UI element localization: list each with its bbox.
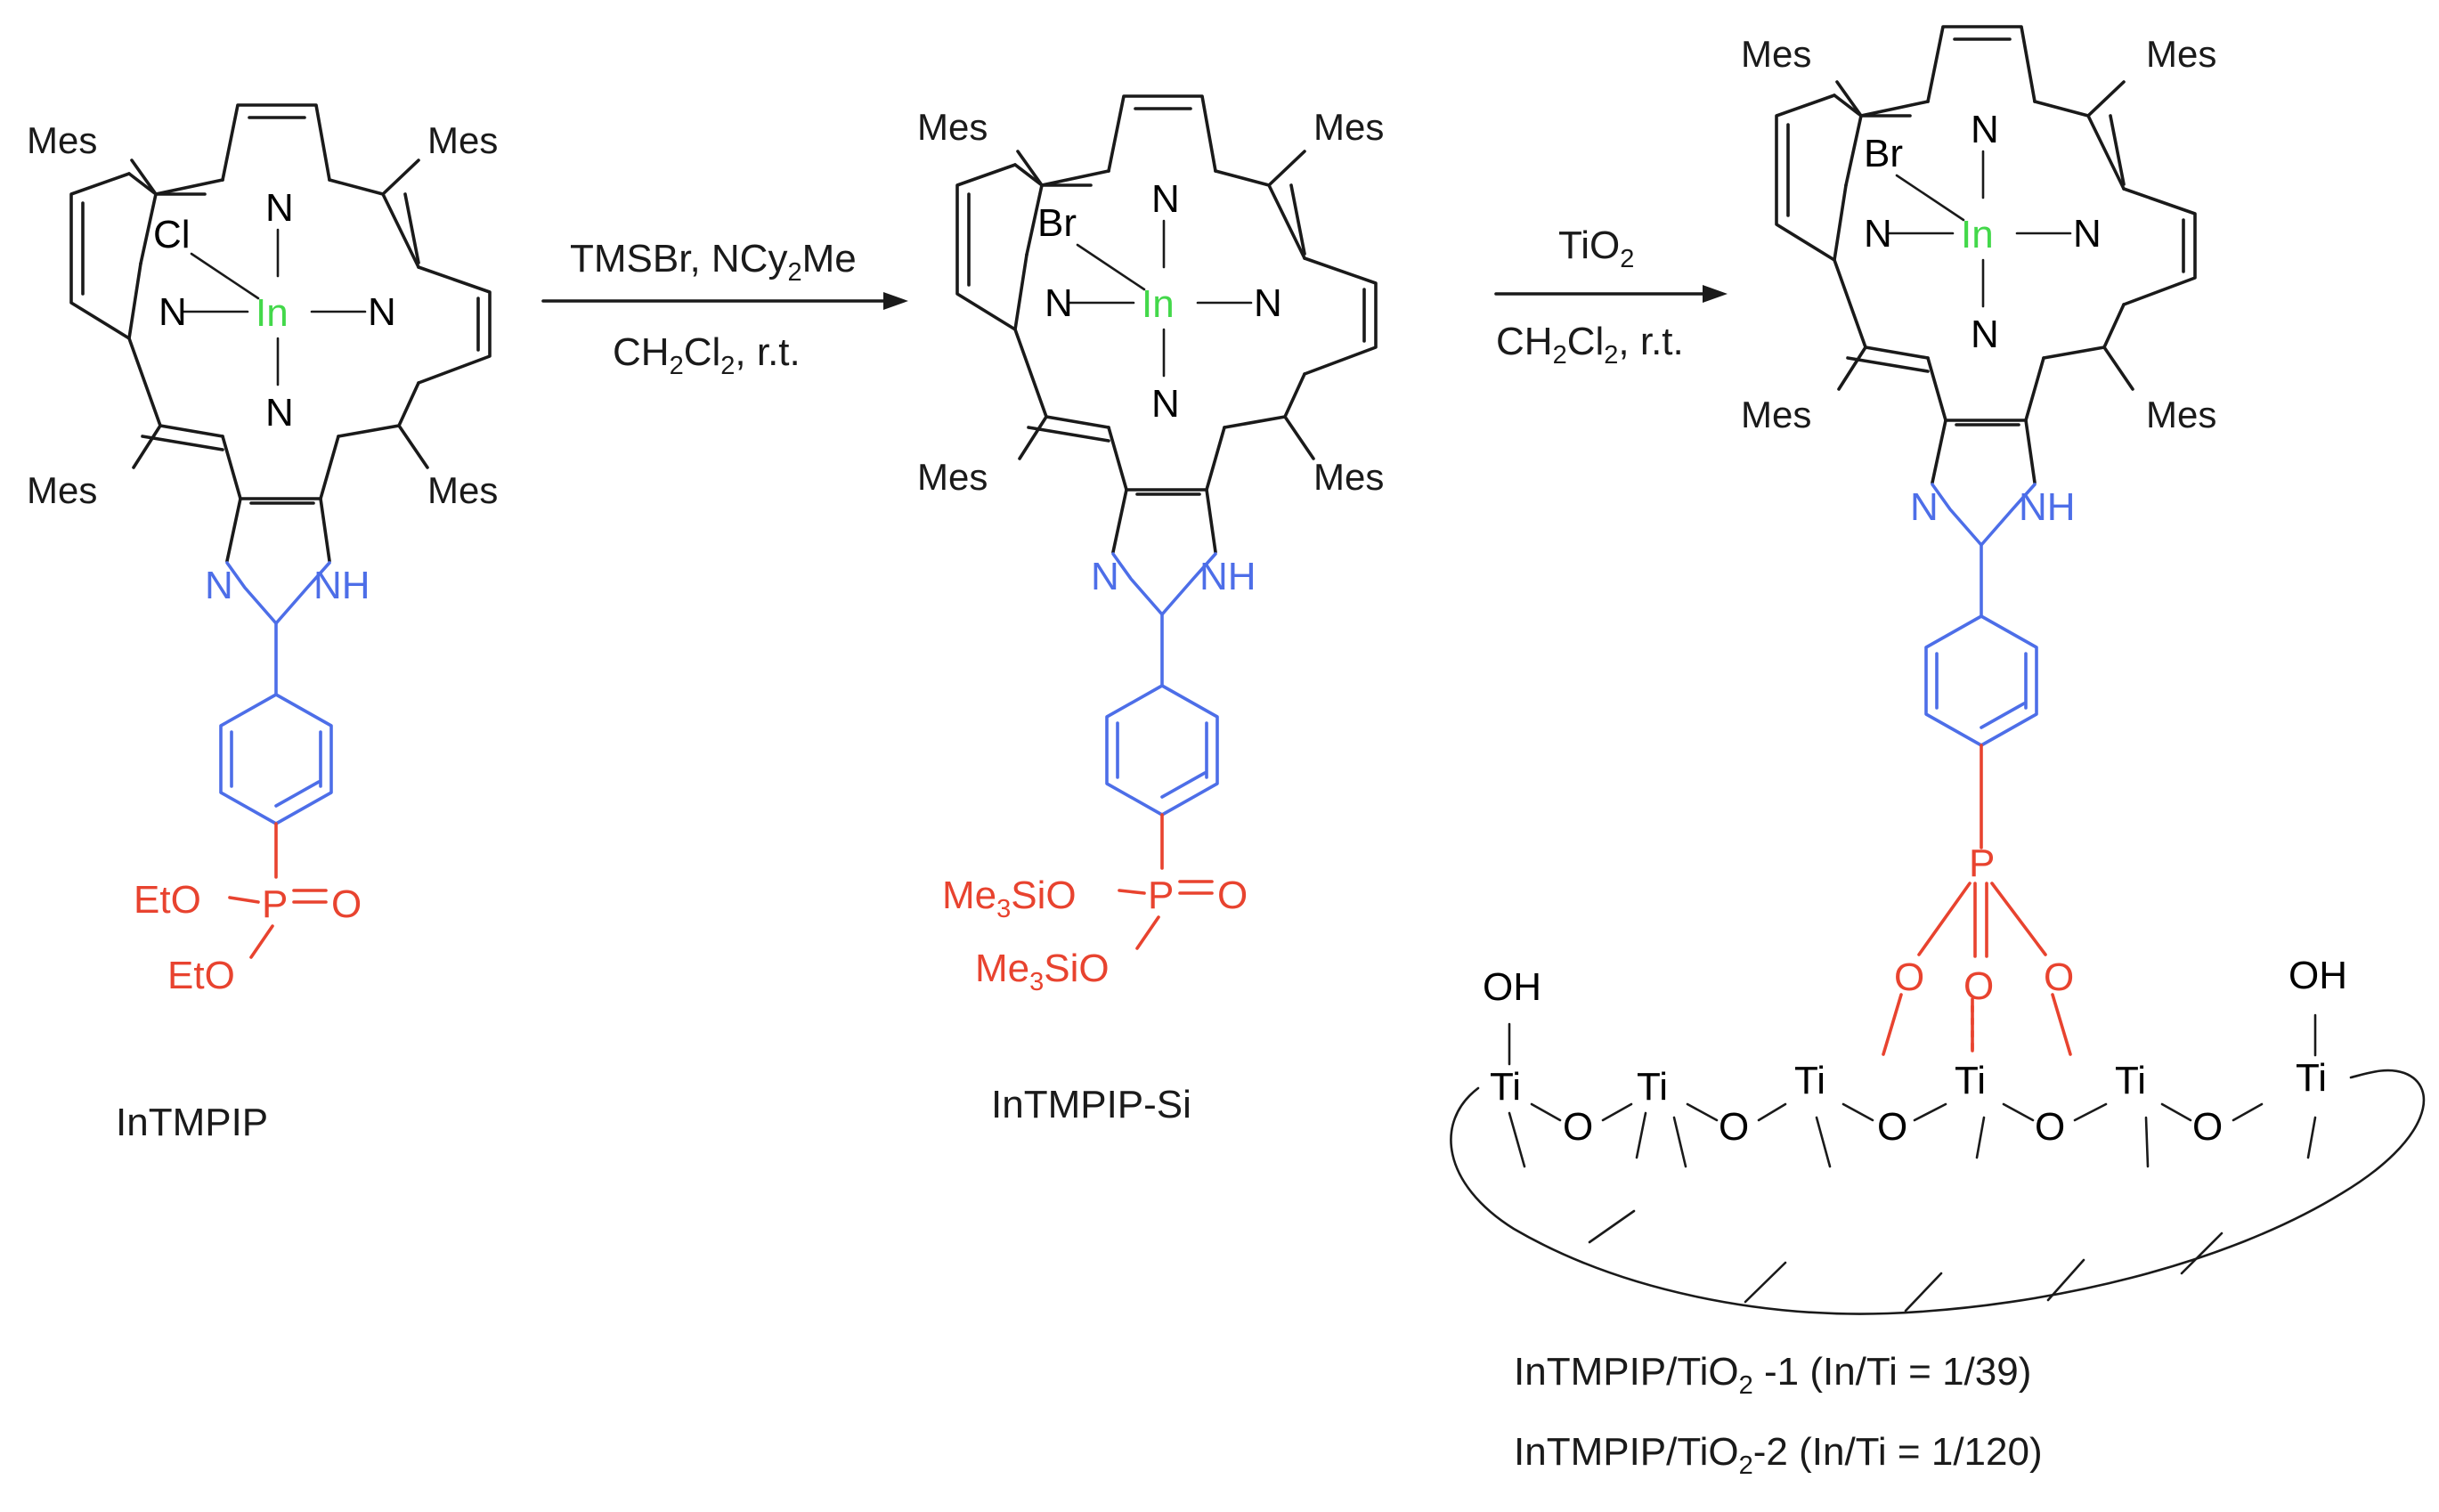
titanium-5: Ti bbox=[2115, 1059, 2146, 1102]
imidazole-nh-2: NH bbox=[1199, 555, 1256, 598]
compound-label-tio2-1: InTMPIP/TiO2 -1 (In/Ti = 1/39) bbox=[1514, 1350, 2031, 1400]
nitrogen-2a: N bbox=[1151, 177, 1180, 221]
phosphorus-3: P bbox=[1969, 841, 1995, 885]
mes-label-2d: Mes bbox=[1313, 456, 1384, 498]
oxygen-bridge-3: O bbox=[1877, 1105, 1907, 1149]
ethoxy-1a: EtO bbox=[134, 878, 201, 922]
mes-label-3d: Mes bbox=[2146, 394, 2216, 435]
compound-intmpip-tio2: Mes Mes Mes Mes N N N N In Br N NH P O O… bbox=[1741, 25, 2216, 1056]
compound-label-tio2-2: InTMPIP/TiO2-2 (In/Ti = 1/120) bbox=[1514, 1430, 2043, 1480]
nitrogen-3d: N bbox=[1971, 313, 1999, 356]
titanium-4: Ti bbox=[1955, 1059, 1986, 1102]
arrow1-conditions-line: CH2Cl2, r.t. bbox=[613, 330, 801, 380]
porphyrin-skeleton-1 bbox=[69, 103, 492, 563]
indium-2: In bbox=[1142, 282, 1175, 326]
phosphorus-2: P bbox=[1148, 874, 1174, 917]
mes-label-1b: Mes bbox=[427, 119, 498, 161]
hydroxyl-right: OH bbox=[2289, 954, 2347, 997]
imidazole-n-3: N bbox=[1910, 485, 1939, 529]
mes-label-1a: Mes bbox=[27, 119, 97, 161]
compound-label-intmpip-si: InTMPIP-Si bbox=[991, 1083, 1191, 1126]
titanium-3: Ti bbox=[1794, 1059, 1825, 1102]
oxygen-bridge-1: O bbox=[1563, 1105, 1593, 1149]
reaction-arrow-2: TiO2 CH2Cl2, r.t. bbox=[1494, 224, 1728, 370]
titanium-2: Ti bbox=[1637, 1065, 1668, 1109]
nitrogen-3b: N bbox=[1864, 212, 1892, 256]
arrow1-reagent-line: TMSBr, NCy2Me bbox=[570, 237, 857, 287]
nitrogen-1d: N bbox=[265, 391, 294, 435]
imidazole-nh-3: NH bbox=[2019, 485, 2076, 529]
mes-label-3b: Mes bbox=[2146, 33, 2216, 75]
oxygen-bridge-2: O bbox=[1719, 1105, 1749, 1149]
arrow2-conditions-line: CH2Cl2, r.t. bbox=[1496, 320, 1684, 370]
oxygen-3b: O bbox=[1963, 964, 1994, 1008]
compound-intmpip-si: Mes Mes Mes Mes N N N N In Br N NH Me3Si… bbox=[917, 94, 1384, 1126]
mes-label-3c: Mes bbox=[1741, 394, 1811, 435]
oxo-2: O bbox=[1217, 874, 1248, 917]
trimethylsiloxy-2b: Me3SiO bbox=[975, 947, 1110, 996]
compound-intmpip: Mes Mes Mes Mes N N N N In Cl N NH EtO P… bbox=[27, 103, 498, 1144]
oxygen-3c: O bbox=[2044, 955, 2074, 999]
oxygen-bridge-5: O bbox=[2192, 1105, 2223, 1149]
porphyrin-skeleton-3 bbox=[1775, 25, 2197, 484]
mes-label-2b: Mes bbox=[1313, 106, 1384, 148]
nitrogen-1a: N bbox=[265, 186, 294, 230]
compound-label-intmpip: InTMPIP bbox=[116, 1101, 268, 1144]
nitrogen-2b: N bbox=[1045, 281, 1073, 325]
oxo-1: O bbox=[331, 882, 362, 926]
reaction-arrow-1: TMSBr, NCy2Me CH2Cl2, r.t. bbox=[541, 237, 908, 380]
imidazole-nh-1: NH bbox=[313, 564, 370, 607]
trimethylsiloxy-2a: Me3SiO bbox=[942, 874, 1077, 923]
arrow2-reagent-line: TiO2 bbox=[1558, 224, 1634, 273]
nitrogen-3c: N bbox=[2073, 212, 2102, 256]
titanium-6: Ti bbox=[2296, 1056, 2327, 1100]
mes-label-1d: Mes bbox=[427, 469, 498, 511]
indium-1: In bbox=[256, 291, 289, 335]
oxygen-bridge-4: O bbox=[2035, 1105, 2065, 1149]
nitrogen-1b: N bbox=[159, 290, 187, 334]
mes-label-3a: Mes bbox=[1741, 33, 1811, 75]
ethoxy-1b: EtO bbox=[167, 954, 235, 997]
mes-label-2c: Mes bbox=[917, 456, 988, 498]
indium-3: In bbox=[1961, 213, 1994, 256]
nitrogen-2c: N bbox=[1254, 281, 1282, 325]
titanium-1: Ti bbox=[1490, 1065, 1521, 1109]
tio2-surface: OH Ti O Ti O Ti O Ti O Ti O Ti OH InTMPI… bbox=[1450, 954, 2426, 1480]
nitrogen-1c: N bbox=[368, 290, 396, 334]
imidazole-n-1: N bbox=[205, 564, 233, 607]
chlorine-1: Cl bbox=[153, 213, 191, 256]
nitrogen-2d: N bbox=[1151, 382, 1180, 426]
oxygen-3a: O bbox=[1894, 955, 1924, 999]
phosphorus-1: P bbox=[262, 882, 288, 926]
bromine-2: Br bbox=[1037, 201, 1077, 245]
nitrogen-3a: N bbox=[1971, 108, 1999, 151]
hydroxyl-left: OH bbox=[1483, 965, 1541, 1009]
mes-label-1c: Mes bbox=[27, 469, 97, 511]
mes-label-2a: Mes bbox=[917, 106, 988, 148]
bromine-3: Br bbox=[1864, 132, 1903, 175]
imidazole-n-2: N bbox=[1091, 555, 1119, 598]
